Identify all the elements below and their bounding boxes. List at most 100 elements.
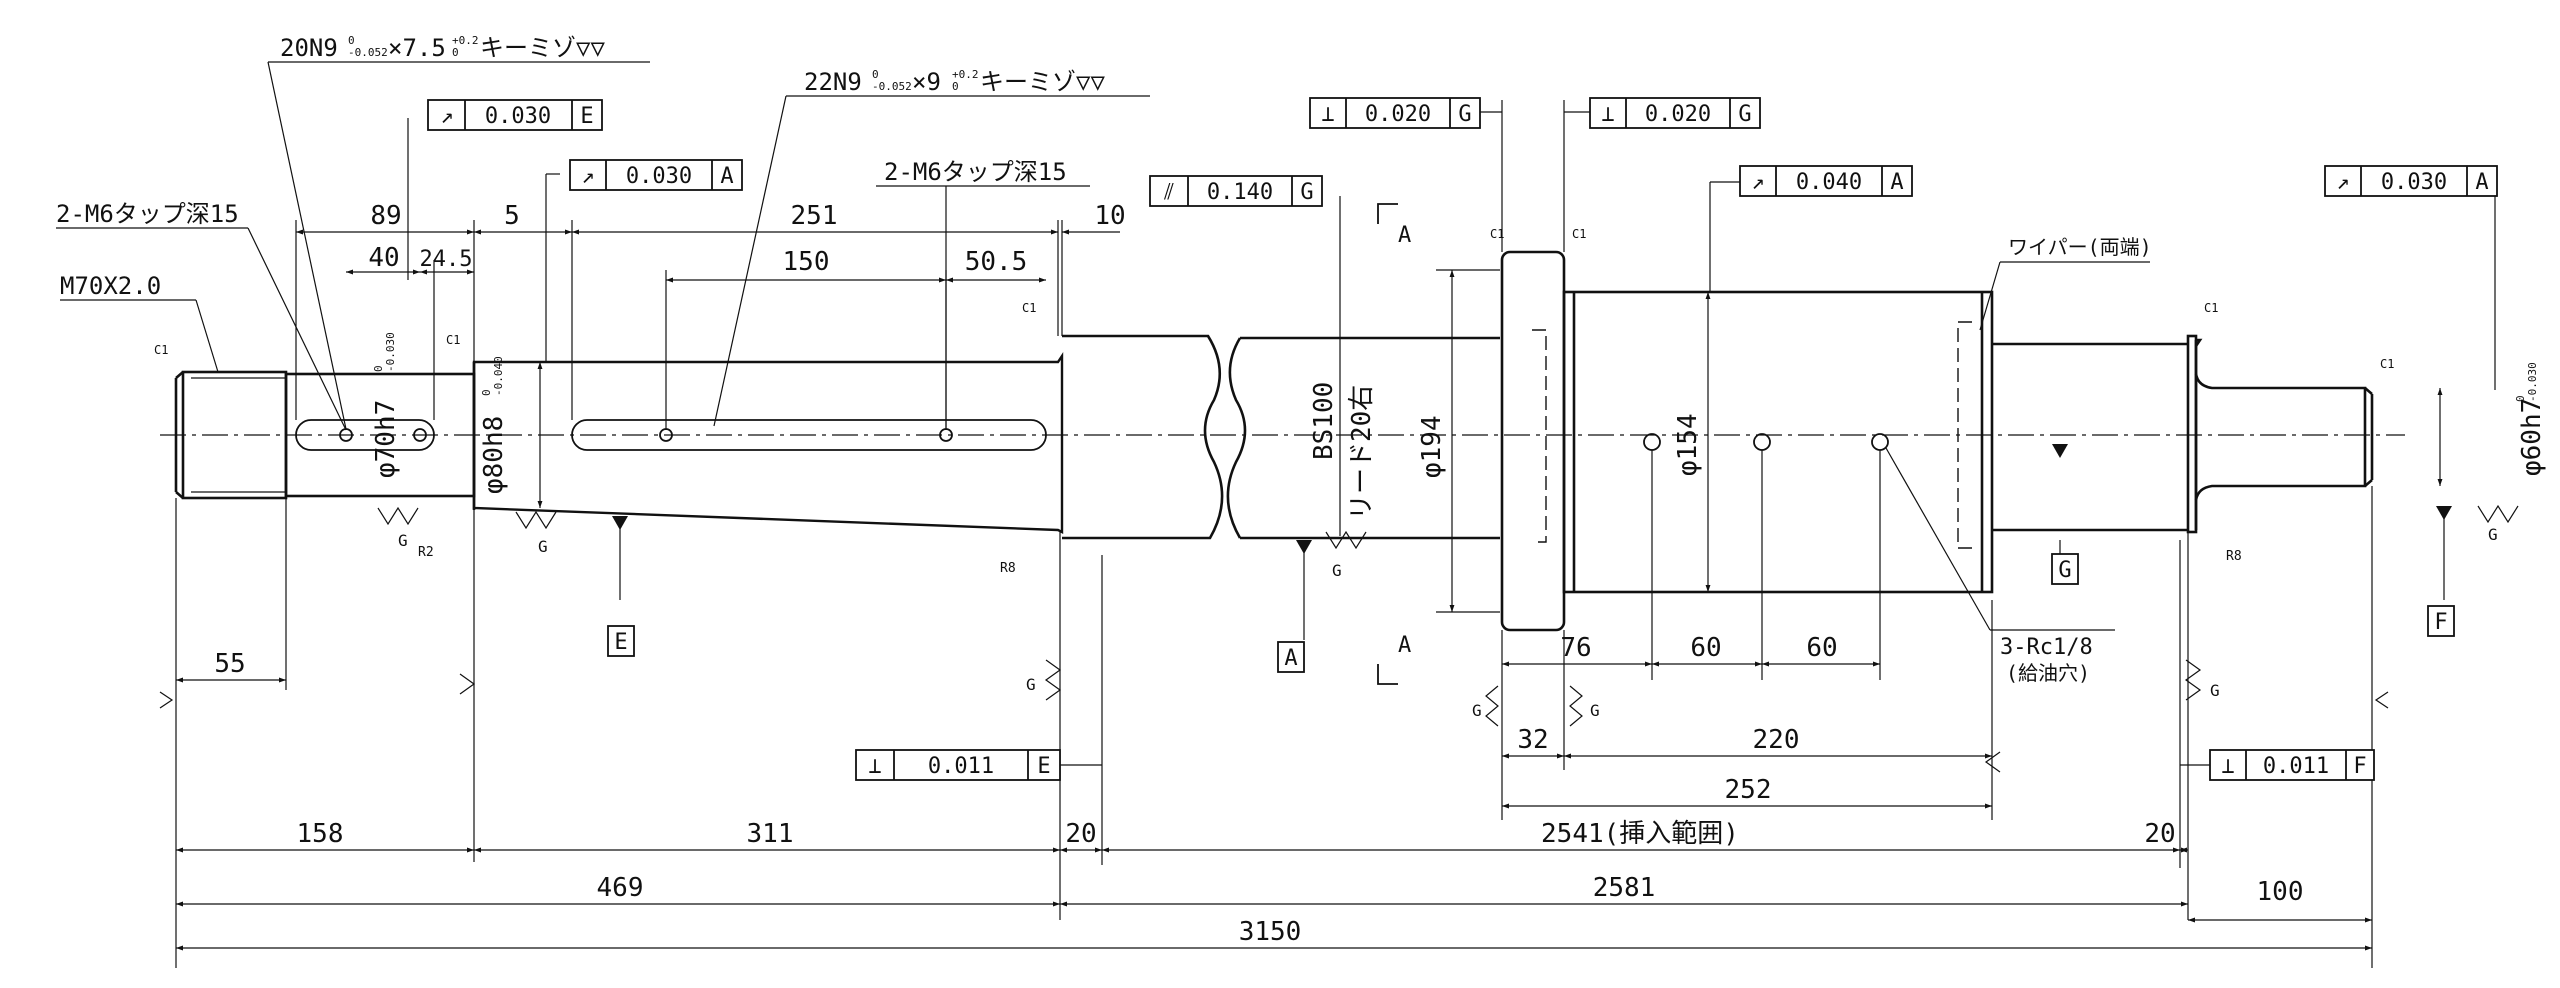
gdt-datum: E <box>580 104 593 129</box>
keyway1-tol: 0-0.052 <box>348 34 388 59</box>
dia-80-tol: 0-0.040 <box>480 356 505 396</box>
oil-holes-subnote: (給油穴) <box>2006 661 2090 685</box>
gdt-symbol: ↗ <box>581 164 594 189</box>
chamfer-c1: C1 <box>1572 227 1586 241</box>
dim-20b: 20 <box>2144 819 2175 849</box>
dia-80: φ80h8 <box>479 416 509 494</box>
dim-24-5: 24.5 <box>420 247 473 272</box>
dim-311: 311 <box>747 819 794 849</box>
gdt-frame-runout-a2: ↗ 0.040 A <box>1739 165 1913 197</box>
dia-60: φ60h7 <box>2517 398 2547 476</box>
dim-251: 251 <box>791 201 838 231</box>
gdt-frame-perp-g2: ⊥ 0.020 G <box>1589 97 1761 129</box>
keyway1-label: 20N9 <box>280 34 338 62</box>
dia-194: φ194 <box>1417 415 1447 478</box>
dim-2541: 2541(挿入範囲) <box>1541 819 1739 849</box>
gdt-symbol: ⊥ <box>2221 754 2234 779</box>
dim-40: 40 <box>368 243 399 273</box>
gdt-value: 0.011 <box>928 754 994 779</box>
gdt-symbol: ⊥ <box>1321 102 1334 127</box>
chamfer-c1: C1 <box>154 343 168 357</box>
svg-text:G: G <box>1026 675 1036 694</box>
datum-triangles <box>612 444 2452 554</box>
gdt-value: 0.140 <box>1207 180 1273 205</box>
gdt-frame-perp-f: ⊥ 0.011 F <box>2209 749 2375 781</box>
fillet-r2: R2 <box>418 545 434 560</box>
dim-2581: 2581 <box>1593 873 1656 903</box>
dimension-text: 55 89 40 24.5 5 251 150 50.5 10 76 60 60… <box>214 201 2303 947</box>
dia-154: φ154 <box>1673 413 1703 476</box>
dim-158: 158 <box>297 819 344 849</box>
dia-70: φ70h7 <box>371 400 401 478</box>
gdt-frame-cylindricity: ⫽ 0.140 G <box>1149 175 1323 207</box>
datum-box-f: F <box>2427 605 2455 637</box>
tap1-note: 2-M6タップ深15 <box>56 200 239 228</box>
dim-60a: 60 <box>1690 633 1721 663</box>
gdt-datum: E <box>1037 754 1050 779</box>
svg-text:F: F <box>2434 610 2447 635</box>
gdt-value: 0.030 <box>626 164 692 189</box>
screw-name: BS100 <box>1309 382 1339 460</box>
finish-symbols <box>159 504 2519 773</box>
dim-20a: 20 <box>1065 819 1096 849</box>
dim-10: 10 <box>1094 201 1125 231</box>
gdt-frame-perp-e: ⊥ 0.011 E <box>855 749 1061 781</box>
keyway1-depth: ×7.5 <box>388 34 446 62</box>
keyway2-depth: ×9 <box>912 68 941 96</box>
gdt-datum: F <box>2353 754 2366 779</box>
section-markers <box>1377 203 1398 685</box>
fillet-r8: R8 <box>1000 561 1016 576</box>
leader-lines <box>56 61 2496 766</box>
tap2-note: 2-M6タップ深15 <box>884 158 1067 186</box>
svg-text:G: G <box>538 537 548 556</box>
section-label: A <box>1398 633 1411 658</box>
gdt-value: 0.011 <box>2263 754 2329 779</box>
svg-text:G: G <box>2488 525 2498 544</box>
finish-labels: G G G G G G G G <box>398 525 2498 720</box>
gdt-value: 0.040 <box>1796 170 1862 195</box>
chamfer-c1: C1 <box>1490 227 1504 241</box>
dim-150: 150 <box>783 247 830 277</box>
chamfer-c1: C1 <box>446 333 460 347</box>
wiper-note: ワイパー(両端) <box>2008 235 2152 259</box>
thread-note: M70X2.0 <box>60 272 161 300</box>
dim-32: 32 <box>1517 725 1548 755</box>
keyway2-suffix: キーミゾ▽▽ <box>980 68 1105 96</box>
dim-3150: 3150 <box>1239 917 1302 947</box>
datum-box-a: A <box>1277 641 1305 673</box>
chamfer-c1: C1 <box>1022 301 1036 315</box>
dim-89: 89 <box>370 201 401 231</box>
svg-text:G: G <box>2058 558 2071 583</box>
gdt-symbol: ↗ <box>1751 170 1764 195</box>
gdt-value: 0.020 <box>1365 102 1431 127</box>
svg-text:A: A <box>1284 646 1297 671</box>
datum-box-g: G <box>2051 553 2079 585</box>
gdt-datum: A <box>720 164 733 189</box>
gdt-datum: G <box>1300 180 1313 205</box>
wiper-hidden-lines <box>1532 321 1972 549</box>
datum-box-e: E <box>607 625 635 657</box>
gdt-symbol: ↗ <box>2336 170 2349 195</box>
gdt-value: 0.030 <box>485 104 551 129</box>
gdt-value: 0.020 <box>1645 102 1711 127</box>
svg-text:G: G <box>2210 681 2220 700</box>
dia-60-tol: 0-0.030 <box>2514 362 2539 402</box>
keyway-slot-right <box>571 419 1047 451</box>
oil-holes-note: 3-Rc1/8 <box>2000 635 2093 660</box>
svg-text:G: G <box>1332 561 1342 580</box>
gdt-value: 0.030 <box>2381 170 2447 195</box>
gdt-frame-runout-a1: ↗ 0.030 A <box>569 159 743 191</box>
dim-55: 55 <box>214 649 245 679</box>
chamfer-c1: C1 <box>2380 357 2394 371</box>
section-label: A <box>1398 223 1411 248</box>
keyway2-label: 22N9 <box>804 68 862 96</box>
gdt-symbol: ⊥ <box>868 754 881 779</box>
svg-text:G: G <box>1472 701 1482 720</box>
gdt-symbol: ↗ <box>440 104 453 129</box>
shaft-outline <box>174 250 2374 632</box>
gdt-datum: A <box>1890 170 1903 195</box>
keyway2-tol: 0-0.052 <box>872 68 912 93</box>
